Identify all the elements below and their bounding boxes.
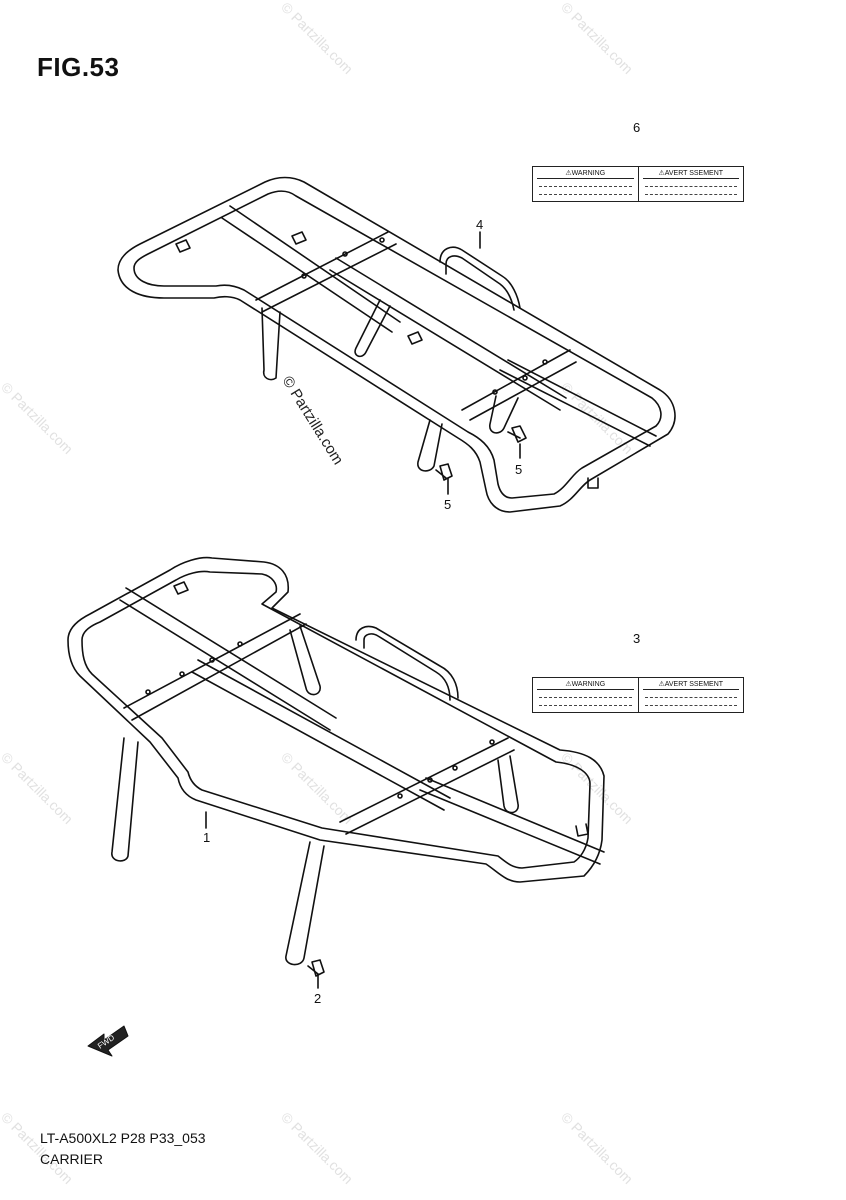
- callout-part-5: 5: [515, 462, 523, 477]
- avertissement-header: ⚠AVERT SSEMENT: [642, 169, 739, 179]
- fwd-arrow-icon: [87, 1025, 129, 1057]
- warning-label-6: ⚠WARNING ⚠AVERT SSEMENT: [532, 166, 744, 202]
- warning-header: ⚠WARNING: [537, 680, 634, 690]
- section-name: CARRIER: [40, 1151, 104, 1167]
- figure-title: FIG.53: [37, 52, 120, 82]
- avertissement-header: ⚠AVERT SSEMENT: [642, 680, 739, 690]
- warning-header: ⚠WARNING: [537, 169, 634, 179]
- rear-carrier-drawing: [117, 176, 676, 513]
- callout-part-3: 3: [633, 631, 641, 646]
- model-code: LT-A500XL2 P28 P33_053: [40, 1130, 206, 1146]
- front-carrier-drawing: [67, 556, 605, 977]
- callout-part-1: 1: [203, 830, 211, 845]
- callout-part-5: 5: [444, 497, 452, 512]
- warning-label-3: ⚠WARNING ⚠AVERT SSEMENT: [532, 677, 744, 713]
- callout-part-6: 6: [633, 120, 641, 135]
- callout-part-2: 2: [314, 991, 322, 1006]
- callout-part-4: 4: [476, 217, 484, 232]
